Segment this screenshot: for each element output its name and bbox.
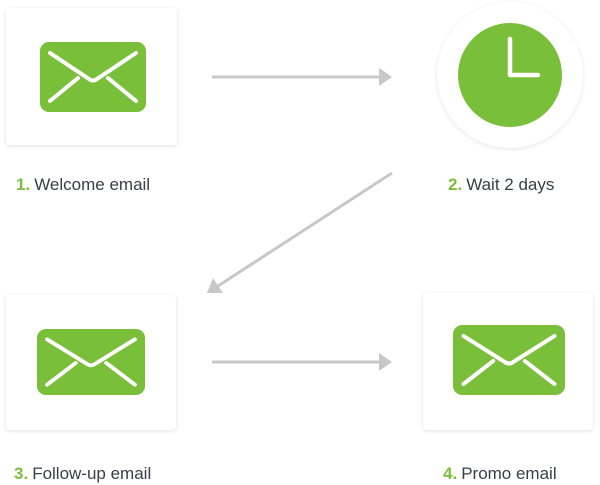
step-title: Follow-up email (32, 464, 152, 483)
step-title: Welcome email (34, 175, 151, 194)
step-number: 4. (443, 464, 458, 483)
step-4-label: 4.Promo email (443, 464, 557, 484)
envelope-icon (40, 42, 146, 112)
arrow-3-to-4 (212, 353, 392, 371)
step-1-label: 1.Welcome email (16, 175, 150, 195)
arrow-2-to-3 (207, 171, 393, 293)
step-3-label: 3.Follow-up email (14, 464, 151, 484)
step-number: 1. (16, 175, 31, 194)
step-3-card (6, 295, 176, 430)
step-title: Wait 2 days (466, 175, 555, 194)
step-2-label: 2.Wait 2 days (448, 175, 554, 195)
envelope-icon (37, 329, 145, 395)
envelope-icon (453, 325, 565, 395)
step-1-card (6, 8, 177, 145)
clock-icon (458, 23, 562, 127)
step-2-circle (437, 2, 583, 148)
step-title: Promo email (461, 464, 557, 483)
arrow-1-to-2 (212, 68, 392, 86)
step-number: 2. (448, 175, 463, 194)
step-4-card (423, 293, 593, 430)
step-number: 3. (14, 464, 29, 483)
